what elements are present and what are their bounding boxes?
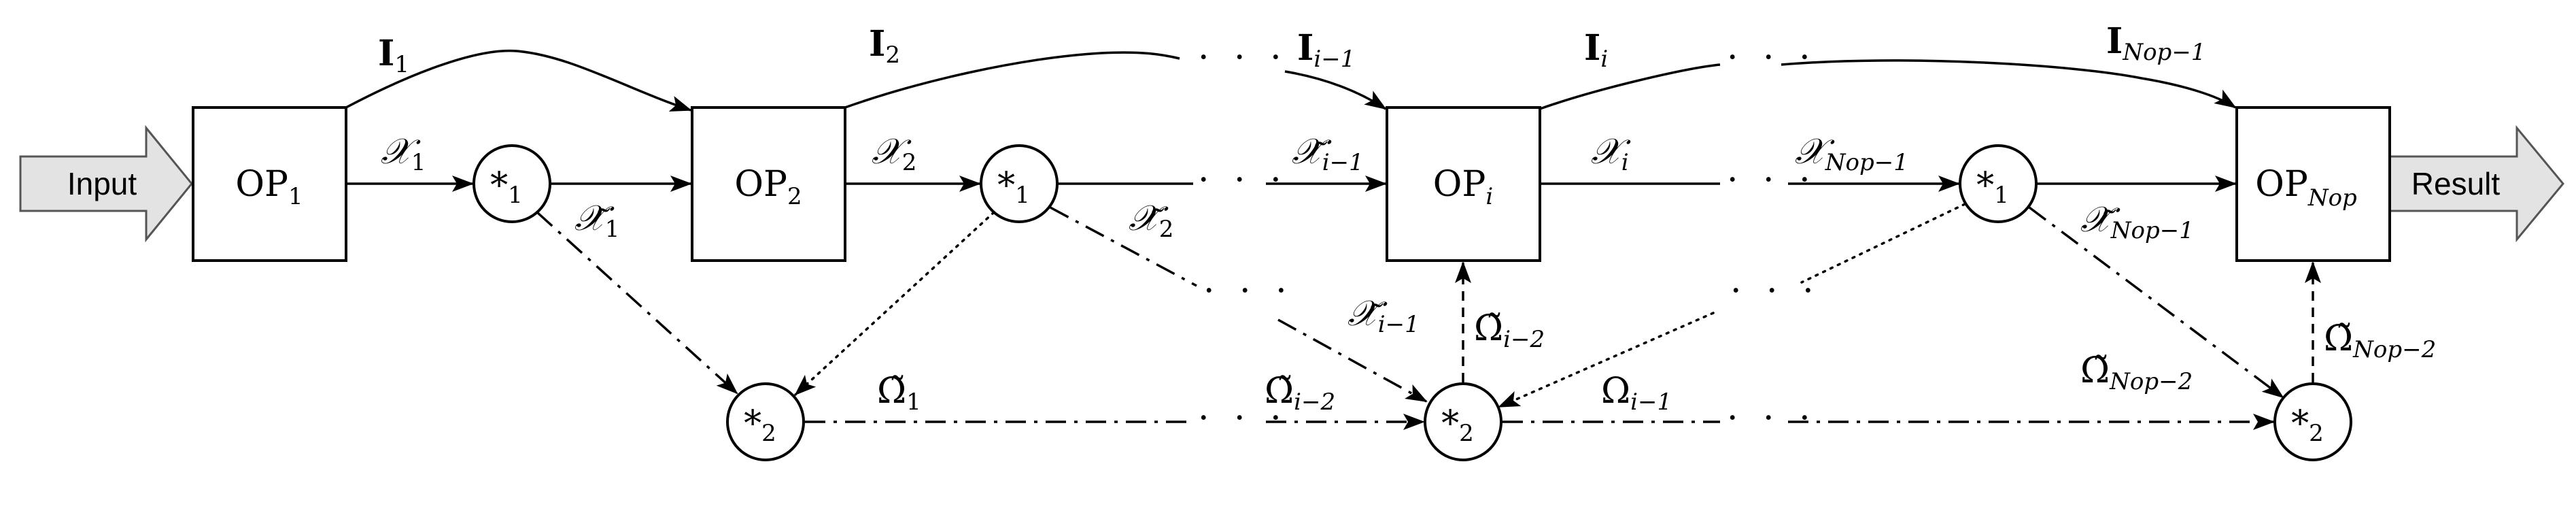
- label-Omim1: Ωi−1: [1601, 371, 1672, 416]
- dots-top-b: · · ·: [1727, 37, 1817, 78]
- label-I2: I2: [869, 23, 900, 69]
- label-X2: 𝒳2: [872, 131, 916, 176]
- edge-I2: [844, 51, 1180, 109]
- star2-label-c: *2: [2291, 403, 2324, 447]
- label-OmNm2-bottom: Ω̃Nop−2: [2080, 350, 2193, 395]
- label-Xi: 𝒳i: [1591, 131, 1631, 176]
- op1-box: [192, 106, 347, 262]
- input-label: Input: [67, 166, 137, 201]
- edge-star1b-dots: [1050, 206, 1197, 287]
- star2-node-b: [1424, 382, 1502, 461]
- edge-INm1: [1781, 59, 2237, 109]
- label-Xtim1-bottom: 𝒳̃i−1: [1347, 293, 1420, 338]
- label-Xtim1-top: 𝒳̃i−1: [1292, 131, 1364, 176]
- result-arrow-shape: [2386, 125, 2564, 243]
- label-Omim2-bottom: Ω̃i−2: [1265, 371, 1335, 416]
- op2-label: OP2: [734, 164, 802, 210]
- opN-box: [2235, 106, 2391, 262]
- dots-mid-b: · · ·: [1727, 160, 1817, 201]
- opN-label: OPNop: [2255, 164, 2357, 212]
- star2-node-a: [726, 382, 805, 461]
- label-Ii: Ii: [1584, 27, 1608, 73]
- star1-label-a: *1: [490, 165, 523, 209]
- dots-top-a: · · ·: [1198, 37, 1288, 78]
- dots-diag-b: · · ·: [1730, 271, 1821, 312]
- star2-node-c: [2273, 382, 2352, 461]
- dots-diag-a: · · ·: [1203, 271, 1294, 312]
- edge-I1: [345, 49, 692, 112]
- edge-Iim1: [1284, 70, 1387, 110]
- label-I1: I1: [378, 33, 409, 78]
- star1-label-b: *1: [997, 165, 1030, 209]
- label-OmNm2-vertical: Ω̃Nop−2: [2324, 318, 2436, 363]
- label-Iim1: Ii−1: [1297, 27, 1355, 73]
- label-Om1: Ω̃1: [877, 371, 921, 416]
- edge-Ii: [1539, 63, 1721, 110]
- dots-bottom-b: · · ·: [1727, 398, 1817, 439]
- label-Xt1: 𝒳̃1: [574, 198, 619, 243]
- label-Omim2-vertical: Ω̃i−2: [1474, 308, 1545, 353]
- edge-dots-star2b-dotted: [1498, 312, 1715, 408]
- result-label: Result: [2411, 166, 2501, 201]
- dots-bottom-a: · · ·: [1198, 398, 1288, 439]
- opi-label: OPi: [1433, 164, 1494, 210]
- edge-star1a-star2a: [536, 211, 738, 395]
- label-X1: 𝒳1: [381, 131, 426, 176]
- input-arrow-shape: [19, 125, 193, 243]
- label-XtNm1: 𝒳̃Nop−1: [2080, 199, 2194, 244]
- label-XNm1: 𝒳Nop−1: [1795, 131, 1908, 176]
- opi-box: [1386, 106, 1541, 262]
- op1-label: OP1: [235, 164, 303, 210]
- star1-label-c: *1: [1976, 165, 2009, 209]
- edge-star1c-star2c: [2028, 206, 2284, 399]
- edge-dots-star2b: [1277, 318, 1428, 403]
- star2-label-b: *2: [1441, 403, 1474, 447]
- edge-star1c-dots-dotted: [1800, 203, 1966, 284]
- label-Xt2: 𝒳̃2: [1129, 198, 1173, 243]
- label-INm1: INop−1: [2106, 20, 2205, 66]
- star2-label-a: *2: [744, 403, 776, 447]
- dots-mid-a: · · ·: [1198, 160, 1288, 201]
